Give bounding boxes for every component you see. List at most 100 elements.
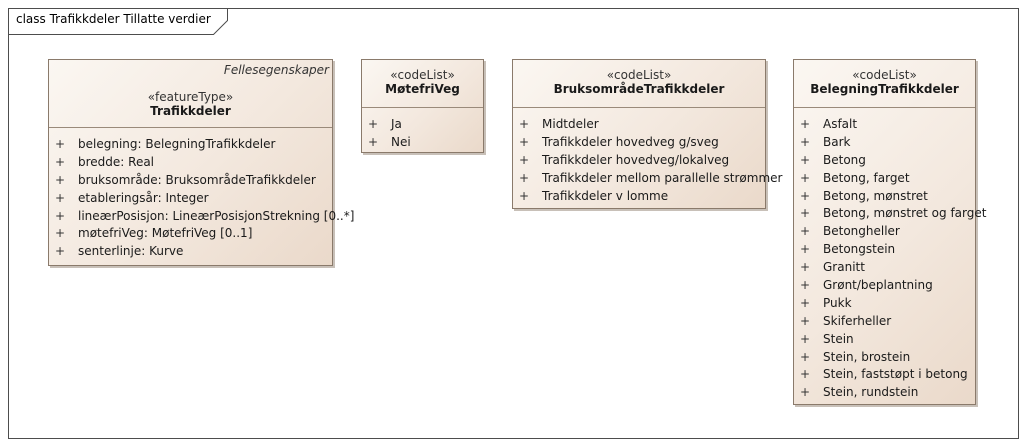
literal-list: +Asfalt +Bark +Betong +Betong, farget +B…	[794, 108, 986, 402]
attribute-text: lineærPosisjon: LineærPosisjonStrekning …	[78, 208, 355, 223]
literal-item[interactable]: +Trafikkdeler v lomme	[513, 188, 765, 206]
attribute-item[interactable]: + senterlinje: Kurve	[49, 243, 332, 261]
literal-item[interactable]: + Stein, faststøpt i betong	[794, 366, 975, 384]
literal-text: Trafikkdeler v lomme	[542, 188, 669, 203]
visibility-marker: +	[368, 117, 379, 131]
visibility-marker: +	[800, 313, 811, 328]
literal-text: Trafikkdeler hovedveg/lokalveg	[542, 152, 730, 167]
literal-item[interactable]: + Betong, farget	[794, 170, 975, 188]
stereotype-label: «codeList»	[390, 68, 455, 82]
attribute-item[interactable]: +bruksområde: BruksområdeTrafikkdeler	[49, 172, 332, 190]
literal-text: Asfalt	[823, 117, 858, 131]
literal-list: +Midtdeler +Trafikkdeler hovedveg g/sveg…	[513, 108, 782, 206]
class-header: «codeList» BruksområdeTrafikkdeler	[513, 60, 765, 108]
literal-text: Stein, faststøpt i betong	[823, 367, 968, 382]
literal-item[interactable]: +Betongstein	[794, 241, 975, 259]
literal-text: Trafikkdeler mellom parallelle strømmer	[542, 170, 783, 185]
literal-item[interactable]: +Betongheller	[794, 223, 975, 241]
literal-text: Stein, rundstein	[823, 385, 919, 400]
visibility-marker: +	[55, 190, 66, 205]
literal-item[interactable]: + Betong	[794, 152, 975, 170]
class-trafikkdeler[interactable]: Fellesegenskaper «featureType» Trafikkde…	[48, 59, 354, 266]
visibility-marker: +	[800, 152, 811, 167]
class-bruksomrade-trafikkdeler[interactable]: «codeList» BruksområdeTrafikkdeler +Midt…	[512, 59, 782, 209]
attribute-text: bruksområde: BruksområdeTrafikkdeler	[78, 172, 316, 187]
visibility-marker: +	[800, 349, 811, 364]
visibility-marker: +	[800, 117, 811, 131]
visibility-marker: +	[800, 385, 811, 400]
literal-text: Midtdeler	[542, 117, 599, 131]
diagram-frame	[8, 8, 1019, 439]
literal-text: Ja	[391, 117, 402, 131]
visibility-marker: +	[55, 208, 66, 223]
literal-item[interactable]: + Stein, brostein	[794, 349, 975, 367]
literal-item[interactable]: + Trafikkdeler mellom parallelle strømmer	[513, 170, 782, 188]
visibility-marker: +	[519, 152, 530, 167]
class-header: Fellesegenskaper «featureType» Trafikkde…	[49, 60, 332, 128]
attribute-item[interactable]: + lineærPosisjon: LineærPosisjonStrekning…	[49, 208, 354, 226]
literal-item[interactable]: + Ja	[362, 116, 483, 134]
literal-text: Betong, farget	[823, 170, 910, 185]
literal-item[interactable]: + Stein, rundstein	[794, 384, 975, 402]
visibility-marker: +	[800, 170, 811, 185]
visibility-marker: +	[519, 170, 530, 185]
literal-item[interactable]: + Asfalt	[794, 116, 975, 134]
visibility-marker: +	[55, 226, 66, 241]
visibility-marker: +	[55, 154, 66, 169]
stereotype-label: «featureType»	[147, 90, 234, 104]
visibility-marker: +	[800, 206, 811, 221]
class-name: Trafikkdeler	[150, 104, 231, 118]
attribute-item[interactable]: +belegning: BelegningTrafikkdeler	[49, 136, 332, 154]
frame-title: class Trafikkdeler Tillatte verdier	[16, 12, 211, 26]
visibility-marker: +	[800, 295, 811, 310]
visibility-marker: +	[800, 367, 811, 382]
visibility-marker: +	[800, 331, 811, 346]
literal-item[interactable]: +Bark	[794, 134, 975, 152]
literal-item[interactable]: + Skiferheller	[794, 313, 975, 331]
attribute-item[interactable]: + etableringsår: Integer	[49, 190, 332, 208]
package-label: Fellesegenskaper	[223, 63, 329, 77]
visibility-marker: +	[55, 244, 66, 259]
visibility-marker: +	[800, 188, 811, 203]
literal-text: Trafikkdeler hovedveg g/sveg	[542, 134, 719, 149]
attribute-text: møtefriVeg: MøtefriVeg [0..1]	[78, 226, 253, 241]
literal-item[interactable]: +Betong, mønstret	[794, 188, 975, 206]
literal-item[interactable]: + Grønt/beplantning	[794, 277, 975, 295]
visibility-marker: +	[55, 137, 66, 151]
literal-text: Nei	[391, 134, 411, 149]
literal-item[interactable]: + Trafikkdeler hovedveg/lokalveg	[513, 152, 765, 170]
class-name: BelegningTrafikkdeler	[810, 82, 959, 96]
visibility-marker: +	[800, 278, 811, 293]
attribute-text: etableringsår: Integer	[78, 190, 209, 205]
literal-item[interactable]: + Trafikkdeler hovedveg g/sveg	[513, 134, 765, 152]
literal-item[interactable]: + Granitt	[794, 259, 975, 277]
literal-item[interactable]: + Betong, mønstret og farget	[794, 205, 986, 223]
stereotype-label: «codeList»	[606, 68, 672, 82]
class-belegning-trafikkdeler[interactable]: «codeList» BelegningTrafikkdeler + Asfalt…	[793, 59, 986, 405]
visibility-marker: +	[800, 260, 811, 275]
literal-text: Stein, brostein	[823, 349, 911, 364]
literal-text: Pukk	[823, 295, 852, 310]
literal-text: Grønt/beplantning	[823, 278, 933, 293]
stereotype-label: «codeList»	[852, 68, 917, 82]
visibility-marker: +	[519, 134, 530, 149]
class-header: «codeList» BelegningTrafikkdeler	[794, 60, 975, 108]
attribute-list: +belegning: BelegningTrafikkdeler + bredd…	[49, 128, 354, 261]
literal-item[interactable]: + Pukk	[794, 295, 975, 313]
attribute-text: bredde: Real	[78, 154, 155, 169]
literal-text: Skiferheller	[823, 313, 892, 328]
class-motefriveg[interactable]: «codeList» MøtefriVeg + Ja + Nei	[361, 59, 484, 153]
literal-text: Granitt	[823, 260, 865, 275]
class-name: BruksområdeTrafikkdeler	[553, 82, 725, 96]
literal-text: Betong, mønstret og farget	[823, 206, 987, 221]
class-name: MøtefriVeg	[385, 82, 460, 96]
literal-item[interactable]: + Nei	[362, 134, 483, 152]
literal-item[interactable]: +Midtdeler	[513, 116, 765, 134]
literal-text: Betong	[823, 152, 866, 167]
literal-item[interactable]: +Stein	[794, 331, 975, 349]
attribute-text: senterlinje: Kurve	[78, 244, 184, 259]
visibility-marker: +	[368, 134, 379, 149]
attribute-item[interactable]: + møtefriVeg: MøtefriVeg [0..1]	[49, 225, 332, 243]
attribute-item[interactable]: + bredde: Real	[49, 154, 332, 172]
literal-list: + Ja + Nei	[362, 108, 483, 152]
